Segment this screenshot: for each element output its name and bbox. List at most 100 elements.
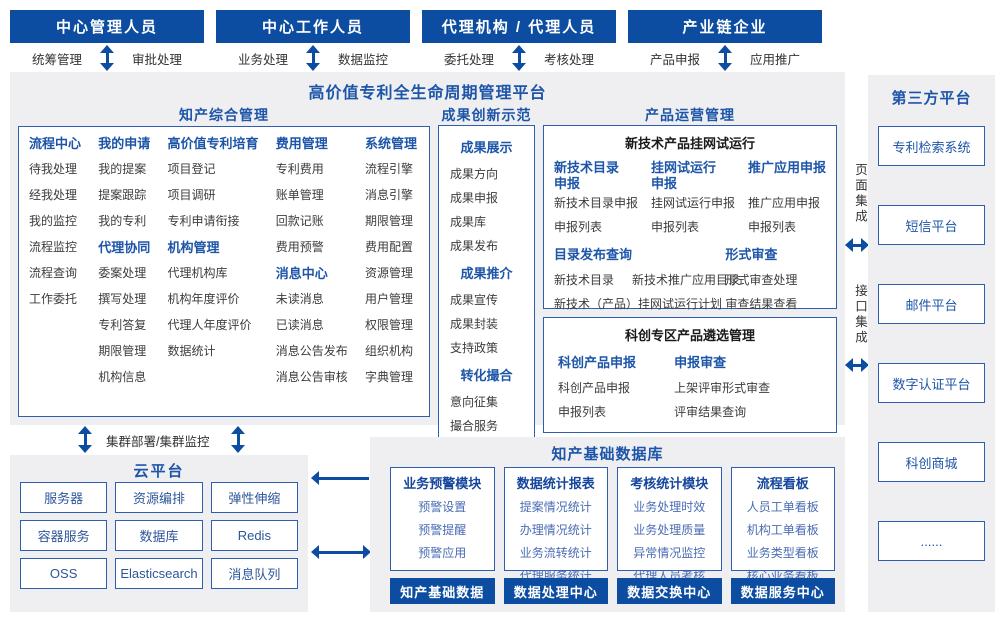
- actor-title: 产业链企业: [628, 10, 822, 43]
- catalog-query-group: 目录发布查询 新技术目录新技术推广应用目录新技术（产品）挂网试运行计划: [554, 244, 740, 319]
- selection-columns: 科创产品申报科创产品申报申报列表申报审查上架评审形式审查评审结果查询: [554, 352, 826, 427]
- group-header: 科创产品申报: [558, 355, 637, 370]
- menu-item: 新技术目录: [554, 273, 615, 287]
- third-party-system: 邮件平台: [878, 284, 985, 324]
- cloud-service: 消息队列: [210, 558, 298, 589]
- menu-item: 成果申报: [450, 191, 499, 205]
- actors-row: 中心管理人员统筹管理审批处理中心工作人员业务处理数据监控代理机构 / 代理人员委…: [10, 10, 822, 73]
- menu-item: 人员工单看板: [746, 500, 819, 514]
- third-party-system: 专利检索系统: [878, 126, 985, 166]
- innovation-title: 成果创新示范: [441, 107, 532, 123]
- group-header: 成果展示: [460, 140, 513, 155]
- trial-run-box: 新技术产品挂网试运行 新技术目录 申报新技术目录申报申报列表挂网试运行 申报挂网…: [543, 125, 837, 311]
- group-header: 业务预警模块: [403, 476, 482, 491]
- cloud-service: OSS: [20, 558, 108, 589]
- cloud-db-sync-arrow-icon: [311, 545, 371, 559]
- selection-column: 科创产品申报科创产品申报申报列表: [558, 352, 674, 427]
- actor-left-label: 统筹管理: [31, 52, 82, 67]
- menu-item: 成果发布: [450, 239, 499, 253]
- catalog-query-row: 新技术（产品）挂网试运行计划: [554, 295, 725, 312]
- selection-title: 科创专区产品遴选管理: [624, 328, 755, 343]
- group-header: 新技术目录 申报: [554, 160, 620, 191]
- formal-review-header: 形式审查: [725, 247, 778, 262]
- cloud-service: 容器服务: [20, 520, 108, 551]
- up-down-arrow-icon: [100, 45, 114, 71]
- group-header: 流程中心: [29, 136, 82, 151]
- database-modules: 业务预警模块预警设置预警提醒预警应用数据统计报表提案情况统计办理情况统计业务流转…: [390, 467, 835, 583]
- menu-item: 支持政策: [450, 341, 499, 355]
- arrow-shaft: [723, 51, 727, 65]
- formal-review-group: 形式审查 形式审查处理审查结果查看: [725, 244, 826, 319]
- menu-item: 项目登记: [167, 162, 216, 176]
- arrow-shaft: [236, 432, 240, 447]
- actor-left-label: 产品申报: [649, 52, 700, 67]
- menu-item: 消息引擎: [364, 188, 413, 202]
- menu-item: 用户管理: [364, 292, 413, 306]
- menu-item: 挂网试运行申报: [650, 196, 735, 210]
- ip-column: 高价值专利培育项目登记项目调研专利申请衔接机构管理代理机构库机构年度评价代理人年…: [167, 137, 258, 412]
- menu-item: 消息公告发布: [275, 344, 348, 358]
- menu-item: 费用预警: [275, 240, 324, 254]
- trial-column: 新技术目录 申报新技术目录申报申报列表: [554, 160, 638, 242]
- actor-group: 产业链企业产品申报应用推广: [628, 10, 822, 73]
- menu-item: 项目调研: [167, 188, 216, 202]
- arrow-shaft: [311, 51, 315, 65]
- actor-right-label: 审批处理: [132, 52, 183, 67]
- actor-group: 中心工作人员业务处理数据监控: [216, 10, 410, 73]
- menu-item: 机构年度评价: [167, 292, 240, 306]
- section-ip-mgmt: 知产综合管理 流程中心待我处理经我处理我的监控流程监控流程查询工作委托我的申请我…: [18, 102, 430, 417]
- menu-item: 撮合服务: [450, 419, 499, 433]
- ip-mgmt-box: 流程中心待我处理经我处理我的监控流程监控流程查询工作委托我的申请我的提案提案跟踪…: [18, 126, 430, 417]
- actor-sub-row: 统筹管理 审批处理: [10, 43, 204, 73]
- third-party-title: 第三方平台: [891, 90, 972, 107]
- menu-item: 业务处理质量: [633, 523, 706, 537]
- api-integration-label: 接口集成: [853, 284, 867, 346]
- menu-item: 申报列表: [747, 220, 796, 234]
- group-header: 机构管理: [167, 240, 220, 255]
- menu-item: 机构工单看板: [746, 523, 819, 537]
- actor-title: 代理机构 / 代理人员: [422, 10, 616, 43]
- menu-item: 业务流转统计: [519, 546, 592, 560]
- group-header: 代理协同: [98, 240, 151, 255]
- actor-sub-row: 业务处理数据监控: [216, 43, 410, 73]
- group-header: 流程看板: [756, 476, 809, 491]
- menu-item: 工作委托: [29, 292, 78, 306]
- menu-item: 预警设置: [418, 500, 467, 514]
- group-header: 推广应用申报: [747, 160, 826, 175]
- arrow-shaft: [317, 550, 365, 554]
- menu-item: 办理情况统计: [519, 523, 592, 537]
- group-header: 转化撮合: [460, 368, 513, 383]
- data-center: 数据交换中心: [617, 578, 722, 604]
- menu-item: 流程查询: [29, 266, 78, 280]
- section-product-ops: 产品运营管理 新技术产品挂网试运行 新技术目录 申报新技术目录申报申报列表挂网试…: [543, 102, 837, 433]
- menu-item: 我的专利: [98, 214, 147, 228]
- innovation-box: 成果展示成果方向成果申报成果库成果发布成果推介成果宣传成果封装支持政策转化撮合意…: [438, 125, 535, 468]
- third-party-system: ......: [878, 521, 985, 561]
- cloud-title: 云平台: [133, 463, 185, 480]
- menu-item: 专利申请衔接: [167, 214, 240, 228]
- menu-item: 成果库: [450, 215, 487, 229]
- menu-item: 字典管理: [364, 370, 413, 384]
- third-party-system: 短信平台: [878, 205, 985, 245]
- database-module: 数据统计报表提案情况统计办理情况统计业务流转统计代理服务统计: [503, 467, 608, 583]
- page-integration-arrow-icon: [845, 238, 869, 252]
- cloud-service: 数据库: [115, 520, 203, 551]
- selection-box: 科创专区产品遴选管理 科创产品申报科创产品申报申报列表申报审查上架评审形式审查评…: [543, 317, 837, 433]
- menu-item: 推广应用申报: [747, 196, 820, 210]
- menu-item: 资源管理: [364, 266, 413, 280]
- database-module: 考核统计模块业务处理时效业务处理质量异常情况监控代理人员考核: [617, 467, 722, 583]
- actor-left-label: 委托处理: [443, 52, 494, 67]
- ip-column: 我的申请我的提案提案跟踪我的专利代理协同委案处理撰写处理专利答复期限管理机构信息: [98, 137, 150, 412]
- group-header: 我的申请: [98, 136, 151, 151]
- menu-item: 我的监控: [29, 214, 78, 228]
- menu-item: 新技术（产品）挂网试运行计划: [554, 297, 723, 311]
- menu-item: 上架评审形式审查: [674, 381, 771, 395]
- cloud-service: Redis: [210, 520, 298, 551]
- menu-item: 新技术目录申报: [554, 196, 639, 210]
- menu-item: 专利费用: [275, 162, 324, 176]
- section-innovation: 成果创新示范 成果展示成果方向成果申报成果库成果发布成果推介成果宣传成果封装支持…: [438, 102, 535, 468]
- catalog-query-row: 新技术目录新技术推广应用目录: [554, 271, 740, 288]
- actor-group: 中心管理人员统筹管理审批处理: [10, 10, 204, 73]
